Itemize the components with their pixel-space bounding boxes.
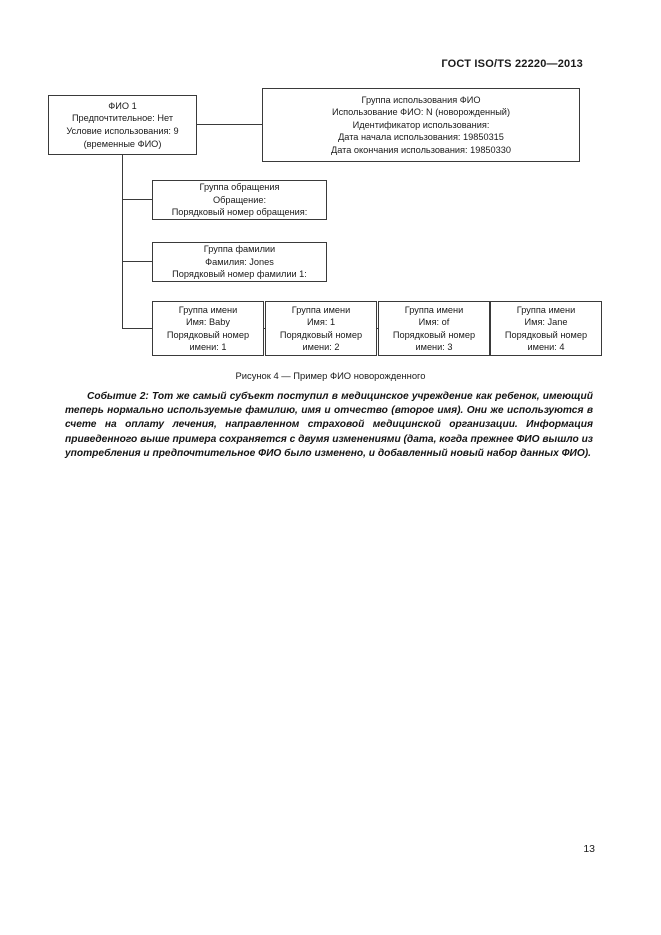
- node-given-group-3-line-3: Порядковый номер: [392, 329, 476, 340]
- node-usage-group-line-4: Дата начала использования: 19850315: [338, 132, 504, 143]
- node-fio1-line-3: Условие использования: 9: [66, 126, 179, 136]
- node-given-group-3-line-1: Группа имени: [404, 304, 464, 315]
- connector-trunk-to-family-group: [122, 261, 152, 263]
- node-fio1-line-1: ФИО 1: [108, 100, 137, 111]
- node-fio1: ФИО 1 Предпочтительное: Нет Условие испо…: [48, 95, 197, 155]
- node-usage-group: Группа использования ФИО Использование Ф…: [262, 88, 580, 162]
- node-given-group-2-line-1: Группа имени: [291, 304, 351, 315]
- node-title-group-line-2: Обращение:: [212, 194, 267, 205]
- node-given-group-1-line-4: имени: 1: [189, 341, 227, 352]
- connector-trunk-vertical: [122, 155, 124, 329]
- node-given-group-3-line-4: имени: 3: [415, 341, 453, 352]
- node-given-group-1-line-3: Порядковый номер: [166, 329, 250, 340]
- node-usage-group-line-3: Идентификатор использования:: [352, 119, 490, 130]
- node-family-group-line-2: Фамилия: Jones: [205, 256, 274, 267]
- node-given-group-2-line-2: Имя: 1: [306, 317, 336, 328]
- document-header-standard-number: ГОСТ ISO/TS 22220—2013: [441, 58, 583, 70]
- node-given-group-3: Группа имени Имя: of Порядковый номер им…: [378, 301, 490, 356]
- node-given-group-4-line-4: имени: 4: [527, 341, 565, 352]
- node-given-group-1-line-1: Группа имени: [178, 304, 238, 315]
- connector-trunk-to-title-group: [122, 199, 152, 201]
- node-usage-group-line-2: Использование ФИО: N (новорожденный): [331, 107, 511, 118]
- node-family-group-line-1: Группа фамилии: [203, 244, 276, 255]
- connector-trunk-to-given-group-1: [122, 328, 152, 330]
- node-given-group-2: Группа имени Имя: 1 Порядковый номер име…: [265, 301, 377, 356]
- page-number: 13: [583, 843, 595, 855]
- node-given-group-1: Группа имени Имя: Baby Порядковый номер …: [152, 301, 264, 356]
- node-fio1-line-2: Предпочтительное: Нет: [71, 113, 174, 124]
- node-given-group-3-line-2: Имя: of: [418, 317, 450, 328]
- body-paragraph: Событие 2: Тот же самый субъект поступил…: [65, 391, 593, 459]
- figure-4-diagram: ФИО 1 Предпочтительное: Нет Условие испо…: [0, 0, 661, 370]
- figure-caption: Рисунок 4 — Пример ФИО новорожденного: [235, 370, 426, 381]
- node-usage-group-line-1: Группа использования ФИО: [361, 94, 481, 105]
- connector-fio1-to-usage-group: [197, 124, 262, 126]
- node-given-group-1-line-2: Имя: Baby: [186, 317, 230, 328]
- node-given-group-4-line-3: Порядковый номер: [504, 329, 588, 340]
- node-given-group-4: Группа имени Имя: Jane Порядковый номер …: [490, 301, 602, 356]
- node-title-group-line-1: Группа обращения: [199, 182, 280, 193]
- node-given-group-2-line-4: имени: 2: [302, 341, 340, 352]
- node-given-group-4-line-2: Имя: Jane: [524, 317, 568, 328]
- node-given-group-4-line-1: Группа имени: [516, 304, 576, 315]
- node-title-group: Группа обращения Обращение: Порядковый н…: [152, 180, 327, 220]
- node-family-group: Группа фамилии Фамилия: Jones Порядковый…: [152, 242, 327, 282]
- node-given-group-2-line-3: Порядковый номер: [279, 329, 363, 340]
- node-title-group-line-3: Порядковый номер обращения:: [171, 207, 308, 218]
- node-usage-group-line-5: Дата окончания использования: 19850330: [331, 144, 511, 155]
- node-fio1-line-4: (временные ФИО): [83, 138, 162, 149]
- node-family-group-line-3: Порядковый номер фамилии 1:: [172, 269, 307, 280]
